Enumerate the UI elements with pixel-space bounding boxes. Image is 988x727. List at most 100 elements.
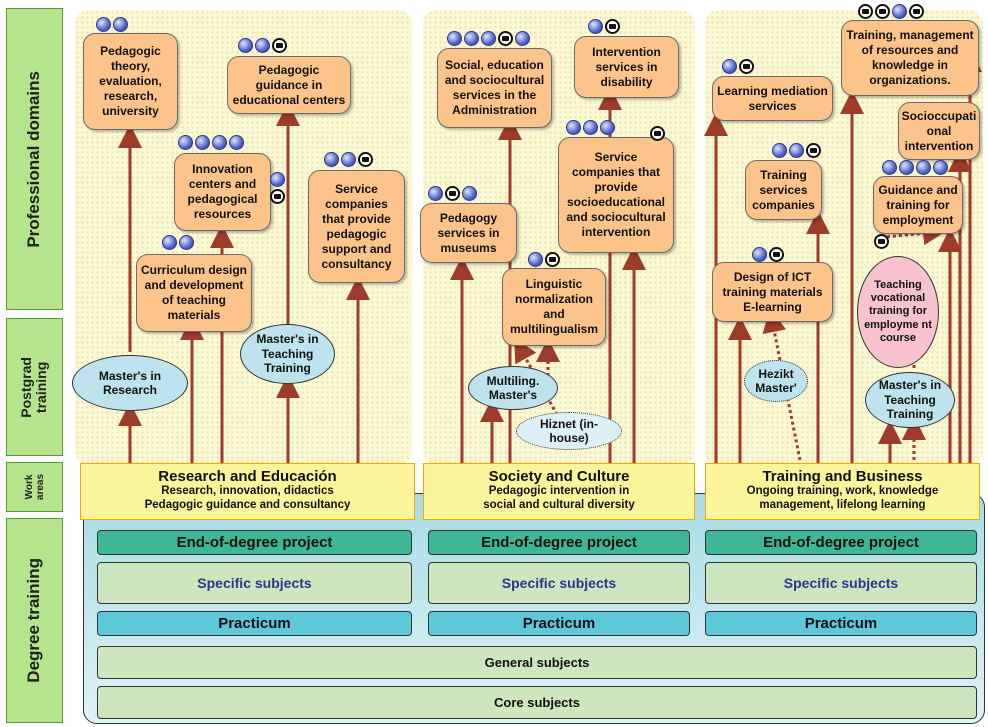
icon-group [752, 247, 784, 262]
camera-icon [270, 189, 285, 204]
camera-icon [272, 38, 287, 53]
camera-icon [874, 234, 889, 249]
work-area-line: Pedagogic intervention in [488, 485, 630, 497]
globe-icon [324, 152, 339, 167]
dotted-arrow [514, 337, 562, 421]
globe-icon [462, 186, 477, 201]
side-label-postgrad: Postgrad training [6, 318, 63, 456]
icon-group [238, 38, 287, 53]
oval-masters-teaching-research: Master's in Teaching Training [240, 324, 335, 384]
globe-icon [515, 31, 530, 46]
oval-masters-research: Master's in Research [72, 355, 188, 411]
icon-group [874, 234, 889, 249]
box-service-companies: Service companies that provide pedagogic… [308, 170, 405, 283]
globe-icon [270, 172, 285, 187]
globe-icon [428, 186, 443, 201]
globe-icon [899, 160, 914, 175]
practicum-business: Practicum [705, 611, 977, 636]
camera-icon [739, 59, 754, 74]
box-innovation-centers: Innovation centers and pedagogical resou… [174, 153, 271, 231]
icon-group [162, 235, 194, 250]
globe-icon [162, 235, 177, 250]
icon-group [588, 19, 620, 34]
work-area-title: Research and Educación [158, 468, 337, 485]
globe-icon [583, 120, 598, 135]
work-area-research: Research and Educación Research, innovat… [80, 463, 415, 520]
globe-icon [752, 247, 767, 262]
globe-icon [528, 252, 543, 267]
practicum-society: Practicum [428, 611, 690, 636]
work-area-title: Training and Business [762, 468, 923, 485]
icon-group [858, 4, 924, 19]
box-pedagogic-theory: Pedagogic theory, evaluation, research, … [83, 33, 178, 130]
box-museums: Pedagogy services in museums [420, 203, 517, 263]
end-of-degree-project-society: End-of-degree project [428, 530, 690, 555]
work-area-line: Pedagogic guidance and consultancy [144, 498, 351, 511]
general-subjects: General subjects [97, 646, 977, 679]
camera-icon [909, 4, 924, 19]
oval-vocational: Teaching vocational training for employm… [857, 256, 939, 368]
camera-icon [650, 126, 665, 141]
globe-icon [772, 143, 787, 158]
icon-group [650, 126, 665, 141]
globe-icon [933, 160, 948, 175]
globe-icon [882, 160, 897, 175]
icon-group [447, 31, 530, 46]
specific-subjects-business: Specific subjects [705, 562, 977, 604]
practicum-research: Practicum [97, 611, 412, 636]
work-area-society: Society and Culture Pedagogic interventi… [423, 463, 695, 520]
box-socioccupational: Socioccupati onal intervention [898, 102, 980, 160]
icon-group [566, 120, 615, 135]
camera-icon [769, 247, 784, 262]
side-label-degree: Degree training [6, 518, 63, 723]
icon-group [270, 172, 285, 204]
globe-icon [195, 135, 210, 150]
box-sociocultural-companies: Service companies that provide socioeduc… [558, 137, 674, 253]
end-of-degree-project-business: End-of-degree project [705, 530, 977, 555]
specific-subjects-society: Specific subjects [428, 562, 690, 604]
work-area-line: social and cultural diversity [483, 498, 635, 511]
work-area-title: Society and Culture [488, 468, 630, 485]
globe-icon [113, 17, 128, 32]
icon-group [96, 17, 128, 32]
camera-icon [545, 252, 560, 267]
globe-icon [566, 120, 581, 135]
box-pedagogic-guidance: Pedagogic guidance in educational center… [227, 56, 351, 114]
oval-hezikt: Hezikt Master' [744, 360, 808, 402]
camera-icon [806, 143, 821, 158]
globe-icon [600, 120, 615, 135]
work-area-line: Ongoing training, work, knowledge [746, 485, 939, 497]
camera-icon [875, 4, 890, 19]
end-of-degree-project-research: End-of-degree project [97, 530, 412, 555]
box-curriculum-design: Curriculum design and development of tea… [136, 254, 252, 332]
globe-icon [722, 59, 737, 74]
globe-icon [916, 160, 931, 175]
side-label-professional: Professional domains [6, 8, 63, 310]
oval-masters-teaching-business: Master's in Teaching Training [865, 372, 955, 428]
icon-group [882, 160, 948, 175]
side-label-work: Work areas [6, 462, 63, 512]
globe-icon [892, 4, 907, 19]
camera-icon [358, 152, 373, 167]
camera-icon [858, 4, 873, 19]
globe-icon [464, 31, 479, 46]
globe-icon [212, 135, 227, 150]
globe-icon [255, 38, 270, 53]
globe-icon [96, 17, 111, 32]
globe-icon [481, 31, 496, 46]
work-area-line: management, lifelong learning [759, 498, 926, 511]
oval-hiznet: Hiznet (in-house) [516, 412, 622, 450]
core-subjects: Core subjects [97, 686, 977, 719]
box-ict-materials: Design of ICT training materials E-learn… [712, 262, 833, 322]
globe-icon [179, 235, 194, 250]
box-intervention-disability: Intervention services in disability [574, 36, 679, 98]
globe-icon [238, 38, 253, 53]
globe-icon [229, 135, 244, 150]
globe-icon [341, 152, 356, 167]
specific-subjects-research: Specific subjects [97, 562, 412, 604]
oval-multiling-masters: Multiling. Master's [468, 366, 558, 410]
icon-group [722, 59, 754, 74]
box-training-management: Training, management of resources and kn… [841, 20, 979, 96]
icon-group [428, 186, 477, 201]
globe-icon [789, 143, 804, 158]
